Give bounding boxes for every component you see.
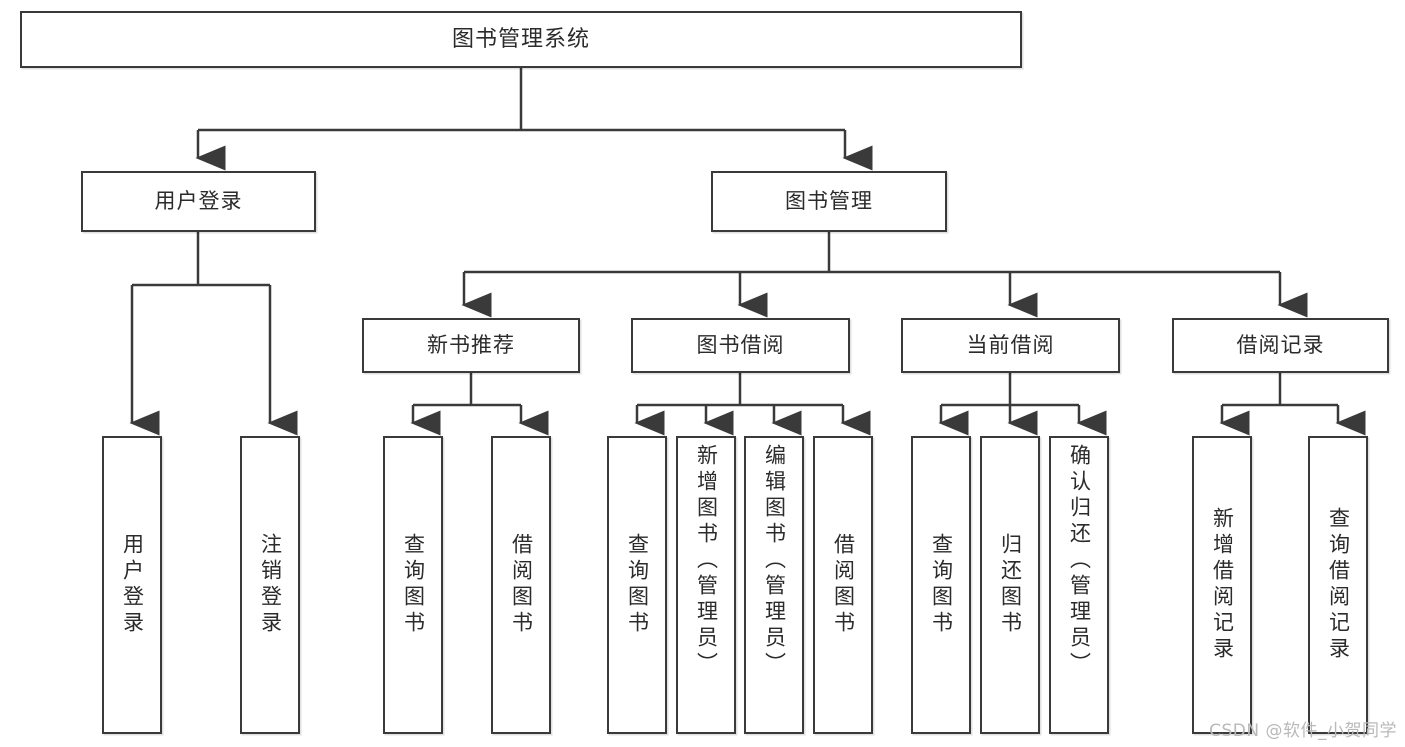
leaf-book-borrow-4-label: 借阅图书 xyxy=(831,533,856,637)
leaf-book-borrow-3-label: 编辑图书（管理员） xyxy=(762,444,787,678)
leaf-current-borrow-2-label: 归还图书 xyxy=(998,533,1023,637)
leaf-user-login-2[interactable]: 注销登录 xyxy=(240,436,300,734)
leaf-book-borrow-1-label: 查询图书 xyxy=(625,533,650,637)
leaf-user-login-1[interactable]: 用户登录 xyxy=(102,436,162,734)
leaf-book-borrow-4[interactable]: 借阅图书 xyxy=(813,436,873,734)
node-book-borrow-label: 图书借阅 xyxy=(696,333,785,358)
leaf-current-borrow-1[interactable]: 查询图书 xyxy=(911,436,971,734)
leaf-current-borrow-3-label: 确认归还（管理员） xyxy=(1067,444,1092,678)
leaf-new-book-recommend-1[interactable]: 查询图书 xyxy=(383,436,443,734)
node-user-login-label: 用户登录 xyxy=(154,189,243,214)
leaf-new-book-recommend-1-label: 查询图书 xyxy=(401,533,426,637)
leaf-book-borrow-2[interactable]: 新增图书（管理员） xyxy=(676,436,736,734)
leaf-new-book-recommend-2-label: 借阅图书 xyxy=(509,533,534,637)
node-current-borrow[interactable]: 当前借阅 xyxy=(901,318,1120,373)
node-book-manage-label: 图书管理 xyxy=(785,189,873,214)
node-new-book-recommend[interactable]: 新书推荐 xyxy=(362,318,580,373)
leaf-current-borrow-1-label: 查询图书 xyxy=(929,533,954,637)
node-borrow-record-label: 借阅记录 xyxy=(1236,333,1325,358)
leaf-borrow-record-2-label: 查询借阅记录 xyxy=(1326,507,1351,663)
leaf-current-borrow-2[interactable]: 归还图书 xyxy=(980,436,1040,734)
leaf-book-borrow-3[interactable]: 编辑图书（管理员） xyxy=(744,436,804,734)
node-book-borrow[interactable]: 图书借阅 xyxy=(631,318,850,373)
leaf-new-book-recommend-2[interactable]: 借阅图书 xyxy=(491,436,551,734)
node-book-manage[interactable]: 图书管理 xyxy=(711,171,947,232)
leaf-current-borrow-3[interactable]: 确认归还（管理员） xyxy=(1049,436,1109,734)
node-new-book-recommend-label: 新书推荐 xyxy=(427,333,515,358)
leaf-user-login-1-label: 用户登录 xyxy=(120,533,145,637)
leaf-book-borrow-2-label: 新增图书（管理员） xyxy=(694,444,719,678)
leaf-borrow-record-2[interactable]: 查询借阅记录 xyxy=(1308,436,1368,734)
node-current-borrow-label: 当前借阅 xyxy=(966,333,1055,358)
node-user-login[interactable]: 用户登录 xyxy=(81,171,316,232)
leaf-borrow-record-1-label: 新增借阅记录 xyxy=(1210,507,1235,663)
leaf-user-login-2-label: 注销登录 xyxy=(258,533,283,637)
leaf-borrow-record-1[interactable]: 新增借阅记录 xyxy=(1192,436,1252,734)
node-borrow-record[interactable]: 借阅记录 xyxy=(1172,318,1389,373)
leaf-book-borrow-1[interactable]: 查询图书 xyxy=(607,436,667,734)
node-root[interactable]: 图书管理系统 xyxy=(20,11,1022,68)
node-root-label: 图书管理系统 xyxy=(451,26,590,52)
